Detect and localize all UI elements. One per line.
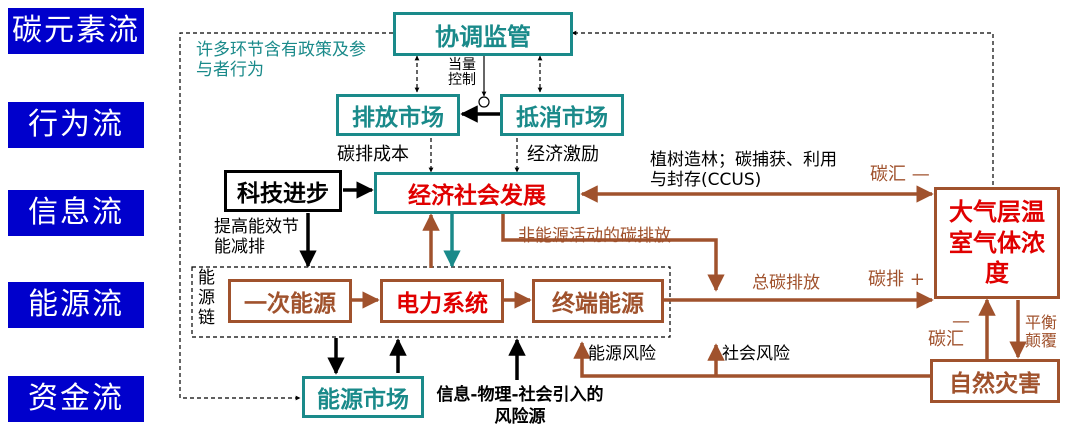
econ-incentive-label: 经济激励 xyxy=(527,144,599,165)
flow-label-capital: 资金流 xyxy=(8,376,144,422)
social-risk-label: 社会风险 xyxy=(722,344,790,364)
efficiency-label: 提高能效节能减排 xyxy=(214,217,299,258)
risk-source-label: 信息-物理-社会引入的风险源 xyxy=(436,385,604,428)
balance-flip-label: 平衡颠覆 xyxy=(1025,313,1058,351)
flow-label-carbon: 碳元素流 xyxy=(8,8,144,54)
economy-label: 经济社会发展 xyxy=(408,183,546,209)
energy-risk-label: 能源风险 xyxy=(588,344,656,364)
primary-energy-box: 一次能源 xyxy=(228,279,352,323)
emission-market-box: 排放市场 xyxy=(336,94,460,136)
coordination-label: 协调监管 xyxy=(435,22,531,51)
emission-plus-label: 碳排 + xyxy=(868,269,925,290)
energy-market-box: 能源市场 xyxy=(302,376,424,418)
policy-note: 许多环节含有政策及参与者行为 xyxy=(196,40,366,81)
flow-label-information: 信息流 xyxy=(8,190,144,236)
primary-energy-label: 一次能源 xyxy=(244,291,336,317)
atmosphere-box: 大气层温室气体浓度 xyxy=(934,187,1060,299)
end-energy-box: 终端能源 xyxy=(532,279,664,323)
offset-market-box: 抵消市场 xyxy=(500,94,624,136)
carbon-cost-label: 碳排成本 xyxy=(337,144,409,165)
economy-box: 经济社会发展 xyxy=(374,172,580,214)
power-system-label: 电力系统 xyxy=(396,291,488,317)
ccus-label: 植树造林；碳捕获、利用与封存(CCUS) xyxy=(650,150,837,191)
sink-minus-sign: — xyxy=(952,311,970,332)
energy-chain-label: 能源链 xyxy=(198,268,215,329)
flow-label-energy: 能源流 xyxy=(8,282,144,328)
emission-market-label: 排放市场 xyxy=(352,105,444,131)
tech-progress-box: 科技进步 xyxy=(224,170,342,212)
disaster-box: 自然灾害 xyxy=(930,359,1060,403)
total-emission-label: 总碳排放 xyxy=(752,273,820,293)
sink-minus-top-label: 碳汇 — xyxy=(870,164,930,185)
power-system-box: 电力系统 xyxy=(380,279,504,323)
coordination-box: 协调监管 xyxy=(393,12,573,56)
proper-control-label: 当量控制 xyxy=(448,57,476,88)
energy-market-label: 能源市场 xyxy=(317,387,409,413)
tech-progress-label: 科技进步 xyxy=(237,181,329,207)
sink-minus-bottom-label: 碳汇 xyxy=(928,329,964,350)
offset-market-label: 抵消市场 xyxy=(516,105,608,131)
disaster-label: 自然灾害 xyxy=(949,371,1041,397)
end-energy-label: 终端能源 xyxy=(552,291,644,317)
flow-label-behavior: 行为流 xyxy=(8,102,144,148)
atmosphere-label: 大气层温室气体浓度 xyxy=(949,197,1045,288)
non-energy-label: 非能源活动的碳排放 xyxy=(518,226,671,246)
